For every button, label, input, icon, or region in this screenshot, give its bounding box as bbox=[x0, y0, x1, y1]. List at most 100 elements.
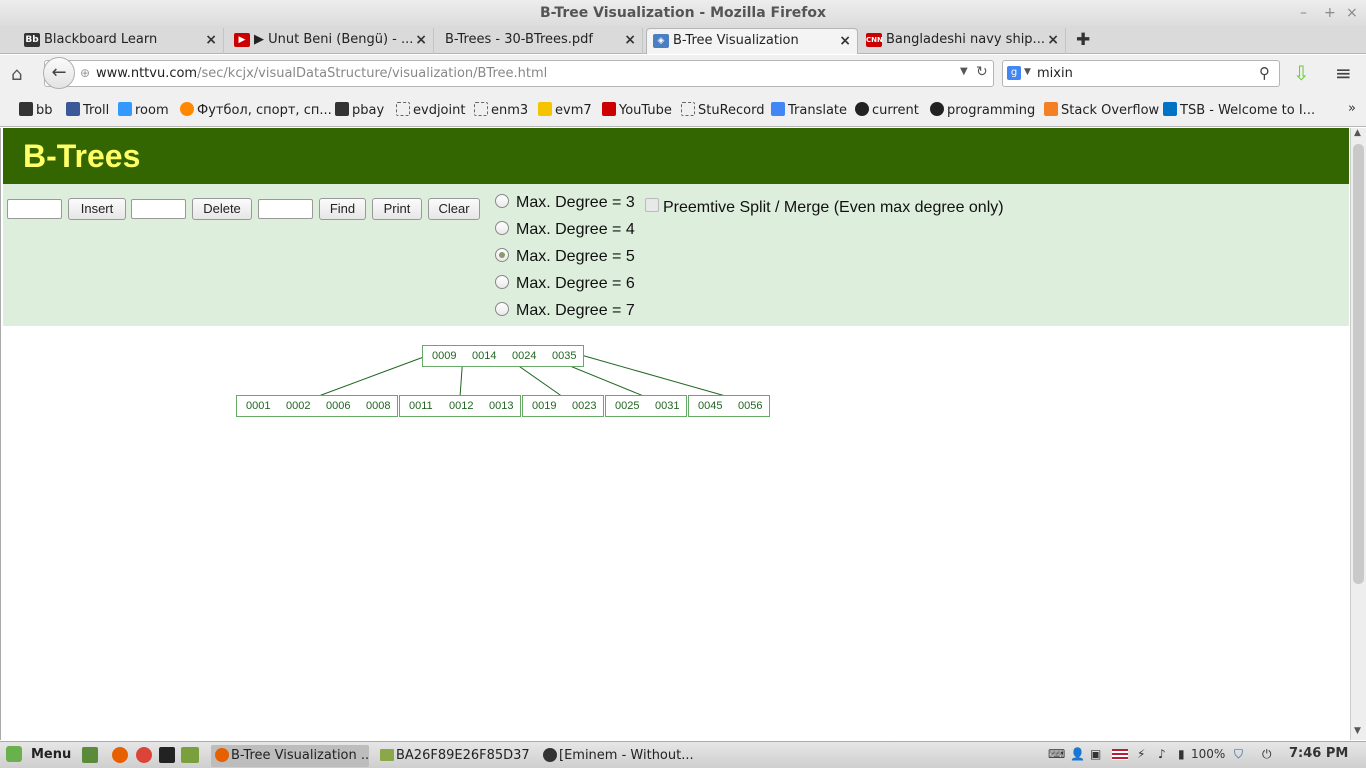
degree-4-radio[interactable] bbox=[495, 221, 509, 235]
tsb-icon bbox=[1163, 102, 1177, 116]
bookmark-tsb[interactable]: TSB - Welcome to I... bbox=[1163, 102, 1315, 118]
scroll-down-icon[interactable]: ▼ bbox=[1354, 726, 1361, 736]
terminal-icon[interactable] bbox=[159, 747, 175, 763]
node-key: 0006 bbox=[326, 400, 351, 412]
clipboard-icon[interactable]: ▣ bbox=[1090, 747, 1102, 761]
firefox-icon[interactable] bbox=[112, 747, 128, 763]
us-flag-icon[interactable] bbox=[1112, 749, 1128, 760]
logout-icon[interactable]: ⏻ bbox=[1262, 747, 1272, 761]
degree-6-radio[interactable] bbox=[495, 275, 509, 289]
orange-circle-icon bbox=[180, 102, 194, 116]
network-icon[interactable]: ⚡ bbox=[1137, 747, 1146, 761]
clock[interactable]: 7:46 PM bbox=[1289, 746, 1349, 761]
user-icon[interactable]: 👤 bbox=[1070, 747, 1085, 761]
task-folder[interactable]: BA26F89E26F85D37 bbox=[376, 745, 532, 767]
leaf-node[interactable]: 0045 0056 bbox=[688, 395, 770, 417]
tab-label: B-Trees - 30-BTrees.pdf bbox=[445, 32, 593, 47]
bookmark-label: evm7 bbox=[555, 103, 592, 118]
bookmark-stackoverflow[interactable]: Stack Overflow bbox=[1044, 102, 1159, 118]
bookmarks-overflow-icon[interactable]: » bbox=[1348, 101, 1356, 116]
bookmark-current[interactable]: current bbox=[855, 102, 919, 118]
vertical-scrollbar[interactable]: ▲ ▼ bbox=[1350, 128, 1366, 740]
search-engine-dropdown-icon[interactable]: ▼ bbox=[1024, 67, 1031, 77]
tab-label: Bangladeshi navy ship... bbox=[886, 32, 1045, 47]
battery-icon[interactable]: ▮ bbox=[1178, 747, 1185, 761]
tab-blackboard[interactable]: Bb Blackboard Learn × bbox=[18, 28, 224, 54]
bookmark-bb[interactable]: bb bbox=[19, 102, 53, 118]
reload-icon[interactable]: ↻ bbox=[976, 64, 988, 80]
minimize-icon[interactable]: – bbox=[1300, 5, 1307, 21]
search-input[interactable]: mixin bbox=[1037, 66, 1073, 81]
new-tab-button[interactable]: ✚ bbox=[1076, 30, 1091, 50]
print-button[interactable]: Print bbox=[372, 198, 422, 220]
clear-button[interactable]: Clear bbox=[428, 198, 480, 220]
task-firefox[interactable]: B-Tree Visualization ... bbox=[211, 745, 369, 767]
google-icon[interactable]: g bbox=[1007, 66, 1021, 80]
bookmark-sturecord[interactable]: StuRecord bbox=[681, 102, 765, 118]
url-dropdown-icon[interactable]: ▼ bbox=[960, 66, 968, 77]
leaf-node[interactable]: 0025 0031 bbox=[605, 395, 687, 417]
bookmark-label: StuRecord bbox=[698, 103, 765, 118]
bookmark-translate[interactable]: Translate bbox=[771, 102, 847, 118]
tab-cnn[interactable]: CNN Bangladeshi navy ship... × bbox=[860, 28, 1066, 54]
root-node[interactable]: 0009 0014 0024 0035 bbox=[422, 345, 584, 367]
tab-btree-visualization[interactable]: ◈ B-Tree Visualization × bbox=[646, 28, 858, 54]
scrollbar-thumb[interactable] bbox=[1353, 144, 1364, 584]
insert-input[interactable] bbox=[7, 199, 62, 219]
preemptive-split-label: Preemtive Split / Merge (Even max degree… bbox=[663, 199, 1004, 216]
download-icon[interactable]: ⇩ bbox=[1293, 61, 1310, 85]
leaf-node[interactable]: 0001 0002 0006 0008 bbox=[236, 395, 398, 417]
close-icon[interactable]: × bbox=[415, 32, 427, 48]
bookmark-evdjoint[interactable]: evdjoint bbox=[396, 102, 465, 118]
keyboard-icon[interactable]: ⌨ bbox=[1048, 747, 1066, 761]
maximize-icon[interactable]: + bbox=[1324, 5, 1336, 21]
degree-5-radio[interactable] bbox=[495, 248, 509, 262]
show-desktop-icon[interactable] bbox=[82, 747, 98, 763]
shield-icon: ◈ bbox=[653, 34, 669, 48]
bookmark-troll[interactable]: Troll bbox=[66, 102, 109, 118]
leaf-node[interactable]: 0019 0023 bbox=[522, 395, 604, 417]
leaf-node[interactable]: 0011 0012 0013 bbox=[399, 395, 521, 417]
close-window-icon[interactable]: × bbox=[1346, 5, 1358, 21]
bookmark-youtube[interactable]: YouTube bbox=[602, 102, 672, 118]
back-button[interactable]: ← bbox=[43, 57, 75, 89]
degree-3-radio[interactable] bbox=[495, 194, 509, 208]
preemptive-split-checkbox[interactable] bbox=[645, 198, 659, 212]
bookmark-evm7[interactable]: evm7 bbox=[538, 102, 592, 118]
menu-icon[interactable]: ≡ bbox=[1335, 61, 1352, 85]
bookmark-label: Stack Overflow bbox=[1061, 103, 1160, 118]
edge-line bbox=[315, 354, 430, 398]
chrome-icon[interactable] bbox=[136, 747, 152, 763]
bookmark-enm3[interactable]: enm3 bbox=[474, 102, 528, 118]
home-icon[interactable]: ⌂ bbox=[11, 64, 23, 85]
navigation-bar: ⌂ ← ⊕ www.nttvu.com/sec/kcjx/visualDataS… bbox=[0, 55, 1366, 93]
delete-input[interactable] bbox=[131, 199, 186, 219]
find-button[interactable]: Find bbox=[319, 198, 366, 220]
close-icon[interactable]: × bbox=[1047, 32, 1059, 48]
search-bar[interactable]: g ▼ mixin ⚲ bbox=[1002, 60, 1280, 87]
bookmark-label: enm3 bbox=[491, 103, 529, 118]
url-bar[interactable] bbox=[44, 60, 994, 87]
task-media-player[interactable]: [Eminem - Without... bbox=[539, 745, 695, 767]
url-text[interactable]: www.nttvu.com/sec/kcjx/visualDataStructu… bbox=[96, 66, 547, 81]
delete-button[interactable]: Delete bbox=[192, 198, 252, 220]
tab-youtube[interactable]: ▶ ▶ Unut Beni (Bengü) - ... × bbox=[228, 28, 434, 54]
bookmark-room[interactable]: room bbox=[118, 102, 169, 118]
tab-pdf[interactable]: B-Trees - 30-BTrees.pdf × bbox=[437, 28, 643, 54]
close-icon[interactable]: × bbox=[624, 32, 636, 48]
bookmark-pbay[interactable]: pbay bbox=[335, 102, 384, 118]
degree-7-radio[interactable] bbox=[495, 302, 509, 316]
volume-icon[interactable]: ♪ bbox=[1158, 747, 1166, 761]
search-icon[interactable]: ⚲ bbox=[1259, 64, 1270, 82]
files-icon[interactable] bbox=[181, 747, 199, 763]
find-input[interactable] bbox=[258, 199, 313, 219]
close-icon[interactable]: × bbox=[839, 33, 851, 49]
bookmark-football[interactable]: Футбол, спорт, сп... bbox=[180, 102, 332, 118]
insert-button[interactable]: Insert bbox=[68, 198, 126, 220]
start-menu-button[interactable]: Menu bbox=[31, 747, 72, 762]
bookmark-programming[interactable]: programming bbox=[930, 102, 1035, 118]
scroll-up-icon[interactable]: ▲ bbox=[1354, 128, 1361, 138]
update-shield-icon[interactable]: ⛉ bbox=[1234, 747, 1244, 761]
close-icon[interactable]: × bbox=[205, 32, 217, 48]
translate-icon bbox=[771, 102, 785, 116]
